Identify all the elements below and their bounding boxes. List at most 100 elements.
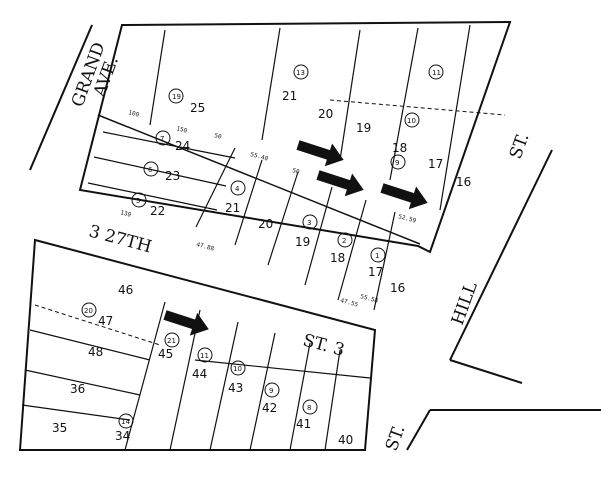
svg-text:9: 9	[395, 159, 399, 167]
parcel-marker: 13	[293, 64, 309, 80]
lot-number: 42	[262, 401, 277, 415]
lot-number: 43	[228, 381, 243, 395]
hill-st-edge	[449, 149, 553, 361]
lot-number: 36	[70, 382, 85, 396]
parcel-marker: 14	[118, 413, 134, 429]
lot-number: 46	[118, 283, 133, 297]
svg-text:21: 21	[167, 337, 176, 345]
arrow-icon	[296, 140, 344, 167]
lower-inner-line	[194, 359, 371, 379]
lot-number: 17	[368, 265, 383, 279]
lower-lot-line-6	[324, 349, 341, 451]
lower-lot-line-5	[289, 342, 311, 451]
upper-block-divider-2	[102, 131, 236, 159]
arrow-icon	[316, 170, 364, 197]
lot-number: 17	[428, 157, 443, 171]
svg-text:14: 14	[121, 418, 130, 426]
svg-text:10: 10	[407, 117, 416, 125]
upper-block-divider-3	[93, 156, 227, 187]
svg-text:4: 4	[235, 185, 240, 193]
upper-top-line-1	[149, 29, 166, 126]
svg-text:10: 10	[233, 365, 242, 373]
dimension-label: 47.88	[195, 241, 215, 253]
lower-block-dashed	[34, 304, 161, 346]
parcel-marker: 6	[143, 161, 159, 177]
lot-number: 48	[88, 345, 103, 359]
upper-lot-line-2	[234, 159, 263, 246]
street-label-st-right: ST.	[506, 131, 534, 162]
lot-number: 44	[192, 367, 207, 381]
parcel-marker: 21	[164, 332, 180, 348]
dimension-label: 50	[213, 132, 222, 141]
parcel-marker: 2	[337, 232, 353, 248]
lot-number: 21	[282, 89, 297, 103]
dimension-label: 150	[175, 125, 188, 135]
lower-lot-line-3	[209, 321, 239, 451]
svg-text:6: 6	[148, 166, 153, 174]
svg-text:11: 11	[432, 69, 441, 77]
lot-number: 21	[225, 201, 240, 215]
lot-number: 45	[158, 347, 173, 361]
lot-number: 24	[175, 139, 190, 153]
svg-text:8: 8	[307, 404, 311, 412]
lot-number: 20	[318, 107, 333, 121]
upper-lot-line-6	[373, 211, 396, 311]
svg-text:1: 1	[375, 252, 379, 260]
lot-number: 19	[295, 235, 310, 249]
upper-lot-line-3	[267, 171, 299, 266]
lot-number: 18	[392, 141, 407, 155]
parcel-marker: 11	[197, 347, 213, 363]
svg-text:19: 19	[172, 93, 181, 101]
upper-top-line-2	[261, 27, 281, 141]
dimension-label: 52.59	[397, 213, 417, 225]
lot-number: 20	[258, 217, 273, 231]
upper-block-outline	[78, 20, 512, 254]
lot-number: 16	[456, 175, 471, 189]
parcel-marker: 3	[302, 214, 318, 230]
dimension-label: 55.40	[249, 151, 269, 163]
upper-lot-line-4	[304, 186, 333, 286]
lower-block-divider-3	[21, 404, 131, 421]
lot-number: 22	[150, 204, 165, 218]
upper-lot-line-5	[337, 199, 367, 301]
parcel-marker: 9	[264, 382, 280, 398]
dimension-label: 100	[127, 109, 140, 119]
svg-text:3: 3	[307, 219, 311, 227]
dimension-label: 130	[119, 209, 132, 219]
svg-text:9: 9	[269, 387, 273, 395]
parcel-marker: 1	[370, 247, 386, 263]
lot-number: 35	[52, 421, 67, 435]
street-label-27th: 3 27TH	[87, 222, 154, 258]
dimension-label: 50	[291, 167, 300, 176]
parcel-marker: 10	[230, 360, 246, 376]
lot-number: 23	[165, 169, 180, 183]
upper-top-line-4	[389, 27, 419, 181]
upper-block-divider	[97, 114, 421, 245]
lower-lot-line-1	[124, 301, 166, 451]
lower-block-divider-2	[24, 369, 141, 396]
parcel-marker: 7	[155, 130, 171, 146]
lower-block-outline	[18, 238, 377, 451]
svg-text:7: 7	[160, 135, 164, 143]
parcel-marker: 20	[81, 302, 97, 318]
grand-ave-edge	[29, 24, 93, 171]
street-label-st-bottom: ST.	[382, 423, 410, 454]
parcel-marker: 19	[168, 88, 184, 104]
svg-text:2: 2	[342, 237, 346, 245]
lot-number: 18	[330, 251, 345, 265]
upper-lot-line-1	[195, 147, 236, 228]
lot-number: 25	[190, 101, 205, 115]
upper-top-line-5	[439, 24, 471, 211]
parcel-marker: 8	[302, 399, 318, 415]
arrow-icon	[163, 310, 209, 336]
dimension-label: 55.58	[359, 293, 379, 305]
parcel-marker: 11	[428, 64, 444, 80]
parcel-marker: 10	[404, 112, 420, 128]
upper-top-line-3	[339, 29, 361, 161]
bottom-street-edge	[406, 409, 431, 451]
lot-number: 34	[115, 429, 130, 443]
lower-lot-line-4	[249, 332, 276, 451]
lot-number: 40	[338, 433, 353, 447]
upper-block-divider-4	[87, 182, 218, 211]
